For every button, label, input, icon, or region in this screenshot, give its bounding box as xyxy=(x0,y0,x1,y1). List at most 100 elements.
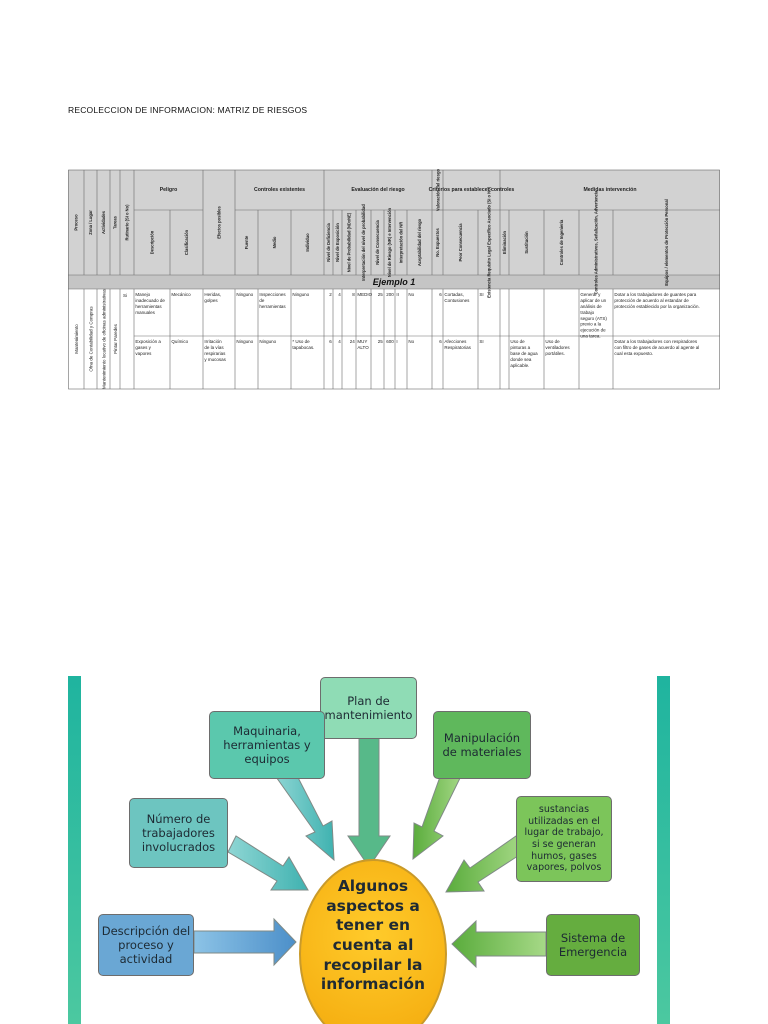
matrix-header-bg xyxy=(68,170,720,275)
merged-rutinario: Si xyxy=(123,293,127,298)
center-label: Algunos aspectos a tener en cuenta al re… xyxy=(320,877,426,994)
node-sistema: Sistema de Emergencia xyxy=(546,914,640,976)
col-header-eliminacion: Eliminación xyxy=(502,231,507,254)
node-sustancias-label: sustancias utilizadas en el lugar de tra… xyxy=(524,804,604,874)
col-header-equipos: Equipos / elementos de Protección Person… xyxy=(664,199,669,285)
section-heading: RECOLECCION DE INFORMACION: MATRIZ DE RI… xyxy=(68,105,308,115)
merged-actividades: Mantenimiento locativo de oficinas admin… xyxy=(101,288,106,389)
cell-ne: 4 xyxy=(338,339,341,344)
merged-proceso: Mantenimiento xyxy=(74,324,79,354)
col-header-aceptabilidad: Aceptabilidad del riesgo xyxy=(417,218,422,266)
node-descripcion: Descripción del proceso y actividad xyxy=(98,914,194,976)
cell-nr: 200 xyxy=(386,292,394,297)
group-header-evaluacion: Evaluación del riesgo xyxy=(351,187,404,193)
node-manipulacion-label: Manipulación de materiales xyxy=(442,730,522,759)
node-plan-label: Plan de mantenimiento xyxy=(324,693,413,722)
cell-nc: 25 xyxy=(378,292,384,297)
col-header-nc: Nivel de Consecuencia xyxy=(375,219,380,264)
arrow-sustancias xyxy=(445,835,525,893)
left-teal-band xyxy=(68,676,81,1024)
col-header-interp_nr: Interpretación del NR xyxy=(399,222,404,263)
cell-aceptabilidad: No xyxy=(408,292,414,297)
cell-efectos: Heridas,golpes xyxy=(204,292,221,303)
cell-ne: 4 xyxy=(338,292,341,297)
node-descripcion-label: Descripción del proceso y actividad xyxy=(101,923,191,966)
col-header-rutinario: Rutinario (Si o No) xyxy=(125,204,130,241)
node-maquinaria: Maquinaria, herramientas y equipos xyxy=(209,711,325,779)
cell-peor: Cortadas,Contusiones xyxy=(444,292,470,303)
node-maquinaria-label: Maquinaria, herramientas y equipos xyxy=(223,723,311,766)
center-circle: Algunos aspectos a tener en cuenta al re… xyxy=(299,859,447,1024)
group-header-controles: Controles existentes xyxy=(254,187,305,193)
aspects-diagram: Plan de mantenimiento Maquinaria, herram… xyxy=(68,676,670,1024)
col-header-proceso: Proceso xyxy=(74,214,79,231)
risk-matrix-table: Peligro Controles existentes Evaluación de… xyxy=(68,169,720,390)
cell-nr: 600 xyxy=(386,339,394,344)
node-numero: Número de trabajadores involucrados xyxy=(129,798,228,868)
right-teal-band xyxy=(657,676,670,1024)
cell-nc: 25 xyxy=(378,339,384,344)
col-header-nr: Nivel de Riesgo (NR) e Intervención xyxy=(387,207,392,277)
cell-clasificacion: Mecánico xyxy=(171,292,191,297)
group-header-valoracion: Valoración del riesgo xyxy=(436,169,441,211)
cell-interp_nr: II xyxy=(396,292,399,297)
example-title: Ejemplo 1 xyxy=(373,277,416,287)
arrow-sistema xyxy=(451,919,547,969)
cell-individuo: Ninguno xyxy=(292,292,309,297)
cell-interp_np: MEDIO xyxy=(357,292,372,297)
col-header-sustitucion: Sustitución xyxy=(524,231,529,254)
cell-interp_nr: I xyxy=(396,339,397,344)
risk-matrix-svg: Peligro Controles existentes Evaluación de… xyxy=(68,169,720,390)
node-numero-label: Número de trabajadores involucrados xyxy=(141,811,216,854)
col-header-medio: Medio xyxy=(272,236,277,248)
cell-medio: Ninguno xyxy=(259,339,276,344)
cell-expuestos: 6 xyxy=(439,292,442,297)
col-header-individuo: Individuo xyxy=(305,233,310,252)
col-header-requisito: Existencia Requisito Legal Específico As… xyxy=(487,186,492,297)
col-header-tareas: Tareas xyxy=(113,215,118,229)
arrow-manipulacion xyxy=(412,759,464,861)
cell-requisito: SI xyxy=(479,292,483,297)
col-header-np: Nivel de Probabilidad (NDxNE) xyxy=(347,212,352,272)
arrow-numero xyxy=(227,835,309,891)
col-header-efectos: Efectos posibles xyxy=(217,206,222,239)
node-plan: Plan de mantenimiento xyxy=(320,677,417,739)
merged-zona: Ofna de Contabilidad y Compras xyxy=(88,306,93,372)
merged-tareas: Pintar Paredes xyxy=(113,323,118,354)
node-manipulacion: Manipulación de materiales xyxy=(433,711,531,779)
group-header-peligro: Peligro xyxy=(160,187,178,193)
col-header-zona: Zona / Lugar xyxy=(88,210,93,235)
node-sustancias: sustancias utilizadas en el lugar de tra… xyxy=(516,796,612,882)
cell-expuestos: 6 xyxy=(439,339,442,344)
col-header-descripcion: Descripción xyxy=(150,230,155,254)
col-header-actividades: Actividades xyxy=(101,210,106,234)
col-header-administrativos: Controles Administrativos, Señalización,… xyxy=(594,190,599,294)
node-sistema-label: Sistema de Emergencia xyxy=(558,930,628,959)
cell-requisito: SI xyxy=(479,339,483,344)
cell-nd: 6 xyxy=(329,339,332,344)
arrows-layer xyxy=(193,735,547,969)
group-header-criterios: Criterios para establecer controles xyxy=(429,187,515,193)
cell-aceptabilidad: No xyxy=(408,339,414,344)
cell-np: 8 xyxy=(352,292,355,297)
col-header-ne: Nivel de Exposición xyxy=(335,223,340,262)
cell-np: 24 xyxy=(350,339,356,344)
col-header-peor: Peor Consecuencia xyxy=(458,223,463,262)
cell-fuente: Ninguno xyxy=(236,292,253,297)
cell-clasificacion: Químico xyxy=(171,339,188,344)
matrix-body-bg xyxy=(68,289,720,389)
arrow-plan xyxy=(347,735,391,868)
example-band-bg xyxy=(68,275,720,289)
matrix-grid xyxy=(68,169,720,390)
cell-equipos: Dotar a los trabajadores de guantes para… xyxy=(614,292,699,309)
col-header-fuente: Fuente xyxy=(244,235,249,249)
col-header-ingenieria: Controles de Ingeniería xyxy=(559,219,564,265)
col-header-nd: Nivel de Deficiencia xyxy=(326,223,331,262)
